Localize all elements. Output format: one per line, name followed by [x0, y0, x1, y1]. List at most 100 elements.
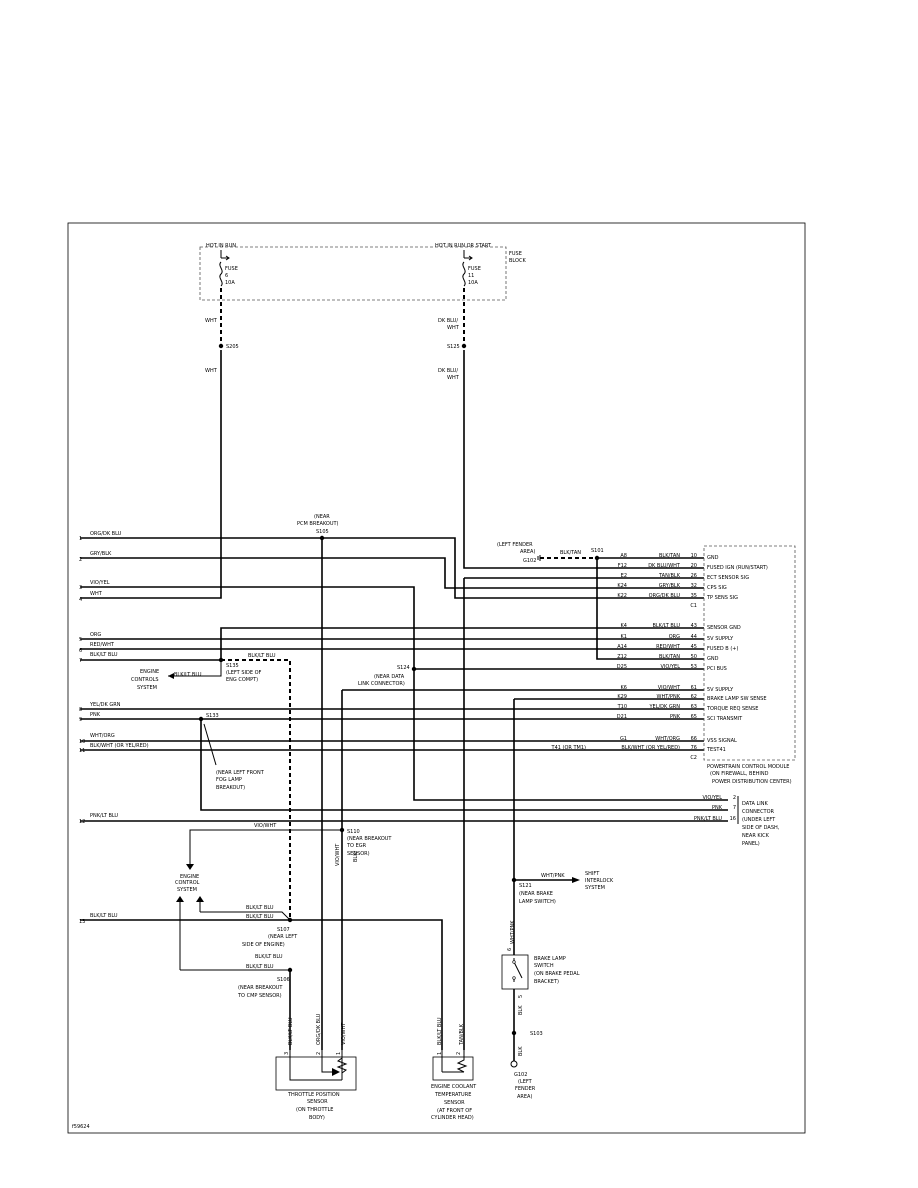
- pcm-pin-cavity: D25: [617, 664, 627, 670]
- pcm-pin-function: TORQUE REQ SENSE: [706, 706, 758, 712]
- dlc-pin-number: 7: [733, 805, 736, 811]
- pcm-pin-number: 44: [691, 634, 697, 640]
- svg-text:10: 10: [79, 739, 85, 745]
- svg-text:BLK/LT BLU: BLK/LT BLU: [174, 672, 202, 678]
- pcm-pin-cavity: E2: [621, 573, 627, 579]
- dlc-pin-number: 2: [733, 795, 736, 801]
- svg-text:(NEAR LEFT FRONT: (NEAR LEFT FRONT: [216, 770, 265, 776]
- svg-text:WHT: WHT: [90, 591, 103, 597]
- svg-text:8: 8: [79, 707, 82, 713]
- svg-text:BLK: BLK: [518, 1046, 524, 1056]
- svg-text:6: 6: [507, 948, 513, 951]
- svg-text:ORG/DK BLU: ORG/DK BLU: [90, 531, 122, 537]
- svg-text:ENG COMPT): ENG COMPT): [226, 677, 258, 683]
- pcm-wire-color: RED/WHT: [656, 644, 681, 650]
- splice-s121: [511, 877, 517, 883]
- pcm-pin-number: 10: [691, 553, 697, 559]
- pcm-wire-color: DK BLU/WHT: [648, 563, 681, 569]
- svg-text:GRY/BLK: GRY/BLK: [90, 551, 112, 557]
- svg-text:SENSOR: SENSOR: [444, 1100, 465, 1106]
- svg-text:S135: S135: [226, 663, 239, 669]
- svg-text:TEMPERATURE: TEMPERATURE: [434, 1092, 471, 1098]
- svg-text:CONNECTOR: CONNECTOR: [742, 809, 775, 815]
- svg-text:6: 6: [225, 273, 228, 279]
- svg-text:AREA): AREA): [520, 549, 535, 555]
- svg-text:WHT: WHT: [447, 375, 460, 381]
- pcm-wire-color: BLK/LT BLU: [652, 623, 680, 629]
- svg-text:VIO/YEL: VIO/YEL: [90, 580, 110, 586]
- svg-text:(LEFT SIDE OF: (LEFT SIDE OF: [226, 670, 262, 676]
- svg-text:1: 1: [79, 536, 82, 542]
- dlc-pin-number: 16: [730, 816, 736, 822]
- svg-text:SYSTEM: SYSTEM: [585, 885, 605, 891]
- pcm-pin-cavity: T41 (OR TM1): [551, 745, 587, 751]
- pcm-pin-function: FUSED B (+): [707, 646, 738, 652]
- pcm-pin-function: FUSED IGN (RUN/START): [707, 565, 768, 571]
- svg-text:BLK/LT BLU: BLK/LT BLU: [437, 1017, 443, 1045]
- svg-text:BLK/LT BLU: BLK/LT BLU: [248, 653, 276, 659]
- svg-text:5: 5: [518, 995, 524, 998]
- svg-text:5: 5: [79, 637, 82, 643]
- pcm-pin-number: C1: [690, 603, 697, 609]
- svg-text:ORG: ORG: [90, 632, 101, 638]
- svg-text:TO CMP SENSOR): TO CMP SENSOR): [237, 993, 282, 999]
- svg-text:BRACKET): BRACKET): [534, 979, 559, 985]
- svg-text:FOG LAMP: FOG LAMP: [216, 777, 242, 783]
- pcm-pin-number: 61: [691, 685, 697, 691]
- pcm-pin-function: PCI BUS: [707, 666, 727, 672]
- svg-text:(NEAR DATA: (NEAR DATA: [374, 674, 405, 680]
- svg-text:CONTROLS: CONTROLS: [131, 677, 159, 683]
- tps-box: [275, 1056, 357, 1091]
- pcm-pin-number: 76: [691, 745, 697, 751]
- svg-text:SIDE OF ENGINE): SIDE OF ENGINE): [242, 942, 285, 948]
- pcm-pin-number: 63: [691, 704, 697, 710]
- svg-text:S105: S105: [316, 529, 329, 535]
- fuse-6: FUSE 6 10A: [219, 250, 238, 287]
- svg-text:(NEAR LEFT: (NEAR LEFT: [268, 934, 298, 940]
- pcm-pin-number: 62: [691, 694, 697, 700]
- pcm-pin-function: 5V SUPPLY: [707, 636, 734, 642]
- svg-text:CONTROL: CONTROL: [175, 880, 200, 886]
- svg-text:S107: S107: [277, 927, 290, 933]
- pcm-pin-function: 5V SUPPLY: [707, 687, 734, 693]
- pcm-wire-color: TAN/BLK: [658, 573, 681, 579]
- svg-text:POWER DISTRIBUTION CENTER): POWER DISTRIBUTION CENTER): [712, 779, 792, 785]
- svg-text:DK BLU/: DK BLU/: [438, 368, 458, 374]
- svg-text:SYSTEM: SYSTEM: [137, 685, 157, 691]
- pcm-pin-cavity: K6: [621, 685, 627, 691]
- svg-text:SENSOR): SENSOR): [347, 851, 370, 857]
- pcm-pin-function: TP SENS SIG: [706, 595, 738, 601]
- svg-text:(NEAR BREAKOUT: (NEAR BREAKOUT: [347, 836, 392, 842]
- splice-s103: [511, 1030, 517, 1036]
- svg-text:VIO/WHT: VIO/WHT: [254, 823, 277, 829]
- dlc-wire-color: VIO/YEL: [702, 795, 722, 801]
- svg-text:WHT/PNK: WHT/PNK: [541, 873, 565, 879]
- svg-text:2: 2: [456, 1052, 462, 1055]
- svg-text:7: 7: [79, 658, 82, 664]
- pcm-pin-cavity: T10: [617, 704, 627, 710]
- brake-lamp-switch-box: [501, 954, 529, 990]
- svg-text:VIO/WHT: VIO/WHT: [341, 1022, 347, 1045]
- pcm-pin-function: CPS SIG: [707, 585, 727, 591]
- svg-text:S101: S101: [591, 548, 604, 554]
- svg-text:(NEAR: (NEAR: [314, 514, 330, 520]
- wht-feed-label-top: WHT: [205, 318, 218, 324]
- svg-text:ORG/DK BLU: ORG/DK BLU: [316, 1013, 322, 1045]
- svg-text:AREA): AREA): [517, 1094, 532, 1100]
- svg-text:NEAR KICK: NEAR KICK: [742, 833, 770, 839]
- svg-text:TAN/BLK: TAN/BLK: [459, 1023, 465, 1046]
- svg-text:S125: S125: [447, 344, 460, 350]
- svg-text:SENSOR: SENSOR: [307, 1099, 328, 1105]
- left-circuit-labels: 1 ORG/DK BLU 2 GRY/BLK 3 VIO/YEL 4 WHT 5…: [79, 531, 149, 925]
- svg-text:PNK/LT BLU: PNK/LT BLU: [90, 813, 118, 819]
- svg-text:INTERLOCK: INTERLOCK: [585, 878, 614, 884]
- svg-text:THROTTLE POSITION: THROTTLE POSITION: [287, 1092, 340, 1098]
- pcm-pin-cavity: K22: [617, 593, 627, 599]
- splice-s101: [594, 555, 600, 561]
- pcm-pin-number: 32: [691, 583, 697, 589]
- pcm-pin-cavity: A14: [617, 644, 627, 650]
- svg-text:BODY): BODY): [309, 1115, 325, 1121]
- svg-text:13: 13: [79, 919, 85, 925]
- svg-text:(LEFT: (LEFT: [518, 1079, 533, 1085]
